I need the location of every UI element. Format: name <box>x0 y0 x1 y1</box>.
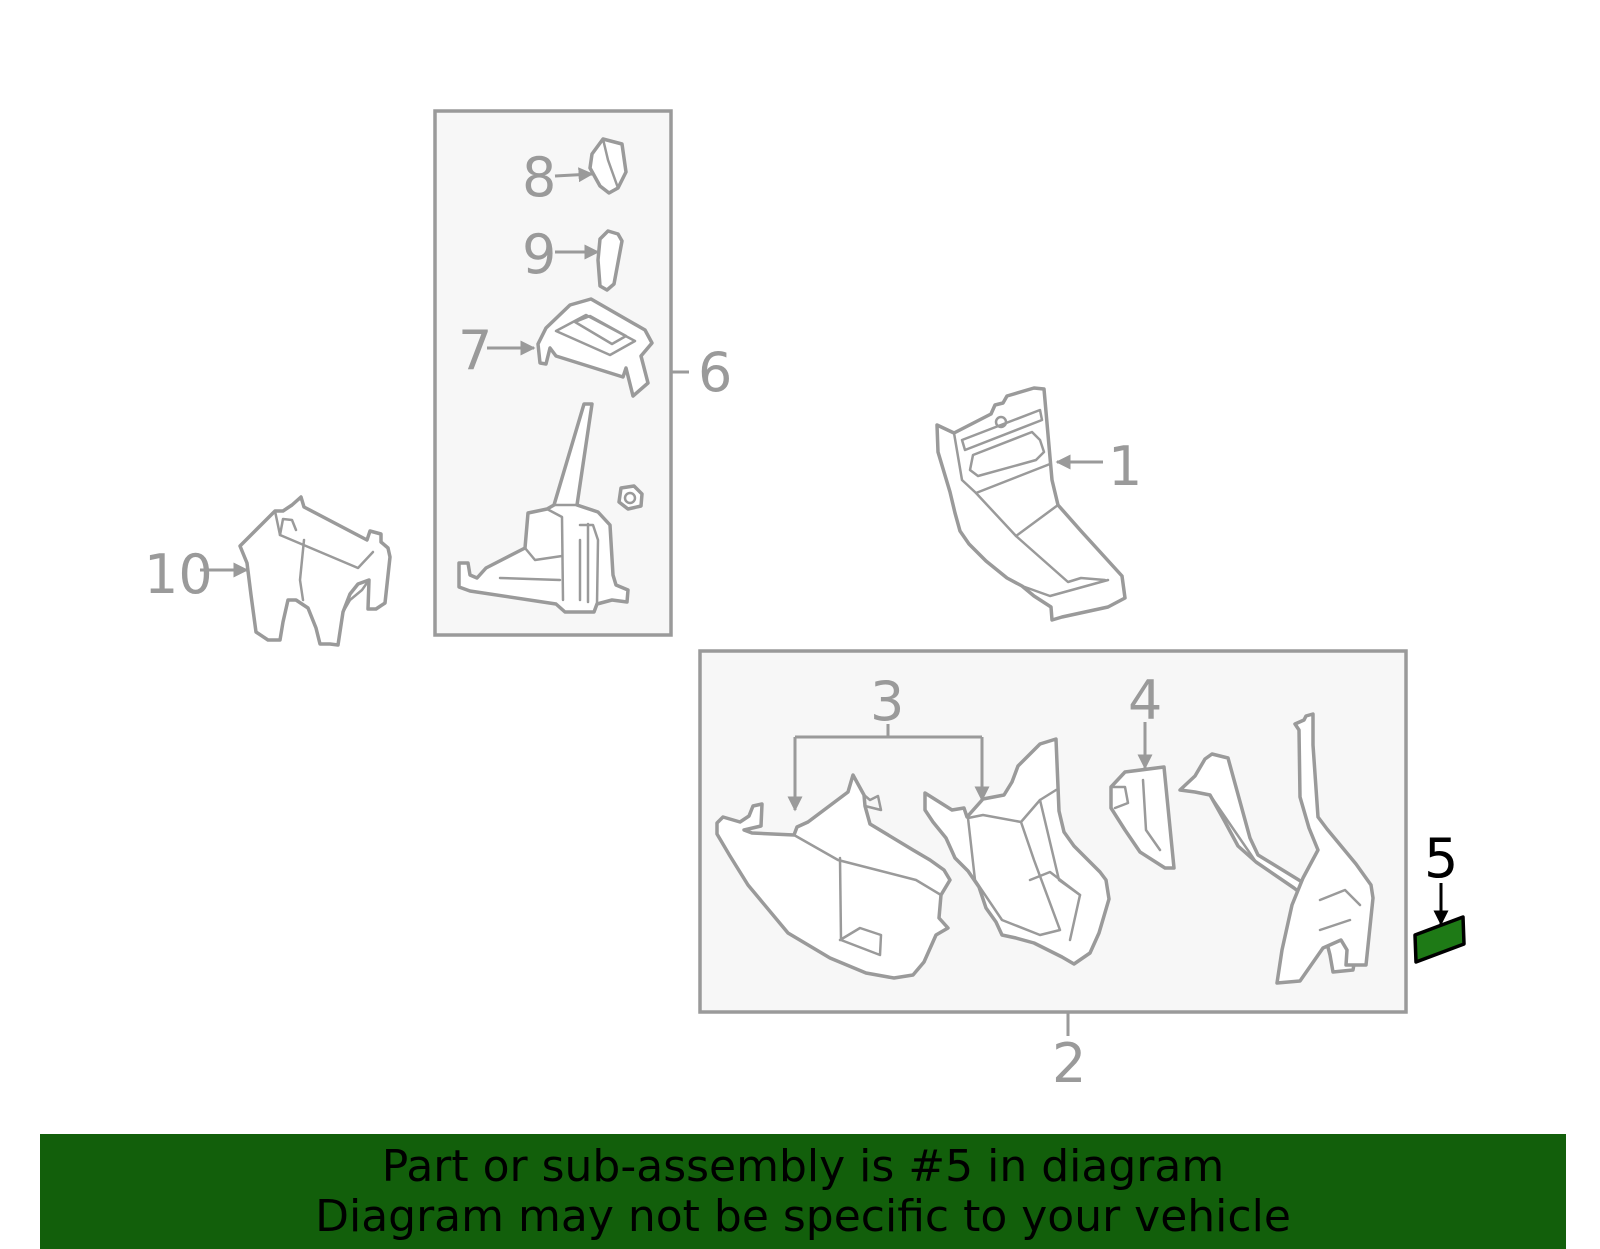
part-7-shifter-bezel[interactable] <box>536 297 654 398</box>
callout-5: 5 <box>1424 827 1458 890</box>
info-banner: Part or sub-assembly is #5 in diagram Di… <box>40 1134 1566 1249</box>
leader-lines <box>200 167 1449 1036</box>
banner-line-2: Diagram may not be specific to your vehi… <box>315 1191 1291 1242</box>
callout-7: 7 <box>458 319 492 382</box>
part-4-clip[interactable] <box>1109 765 1176 870</box>
callout-10: 10 <box>144 543 213 606</box>
part-1-console-panel[interactable] <box>935 386 1127 622</box>
banner-line-1: Part or sub-assembly is #5 in diagram <box>381 1141 1225 1192</box>
part-3-side-trim-left[interactable] <box>715 773 952 980</box>
callout-8: 8 <box>522 146 556 209</box>
callout-6: 6 <box>698 341 732 404</box>
part-3-side-trim-right[interactable] <box>923 737 1111 966</box>
callout-4: 4 <box>1128 669 1162 732</box>
part-10-bracket[interactable] <box>238 495 392 647</box>
callout-3: 3 <box>870 670 904 733</box>
part-6-shifter-base[interactable] <box>457 402 644 614</box>
callout-2: 2 <box>1052 1032 1086 1095</box>
callout-1: 1 <box>1108 435 1142 498</box>
console-side-trim-rail <box>1275 712 1375 985</box>
callout-9: 9 <box>522 223 556 286</box>
part-9-knob-insert[interactable] <box>596 229 624 292</box>
